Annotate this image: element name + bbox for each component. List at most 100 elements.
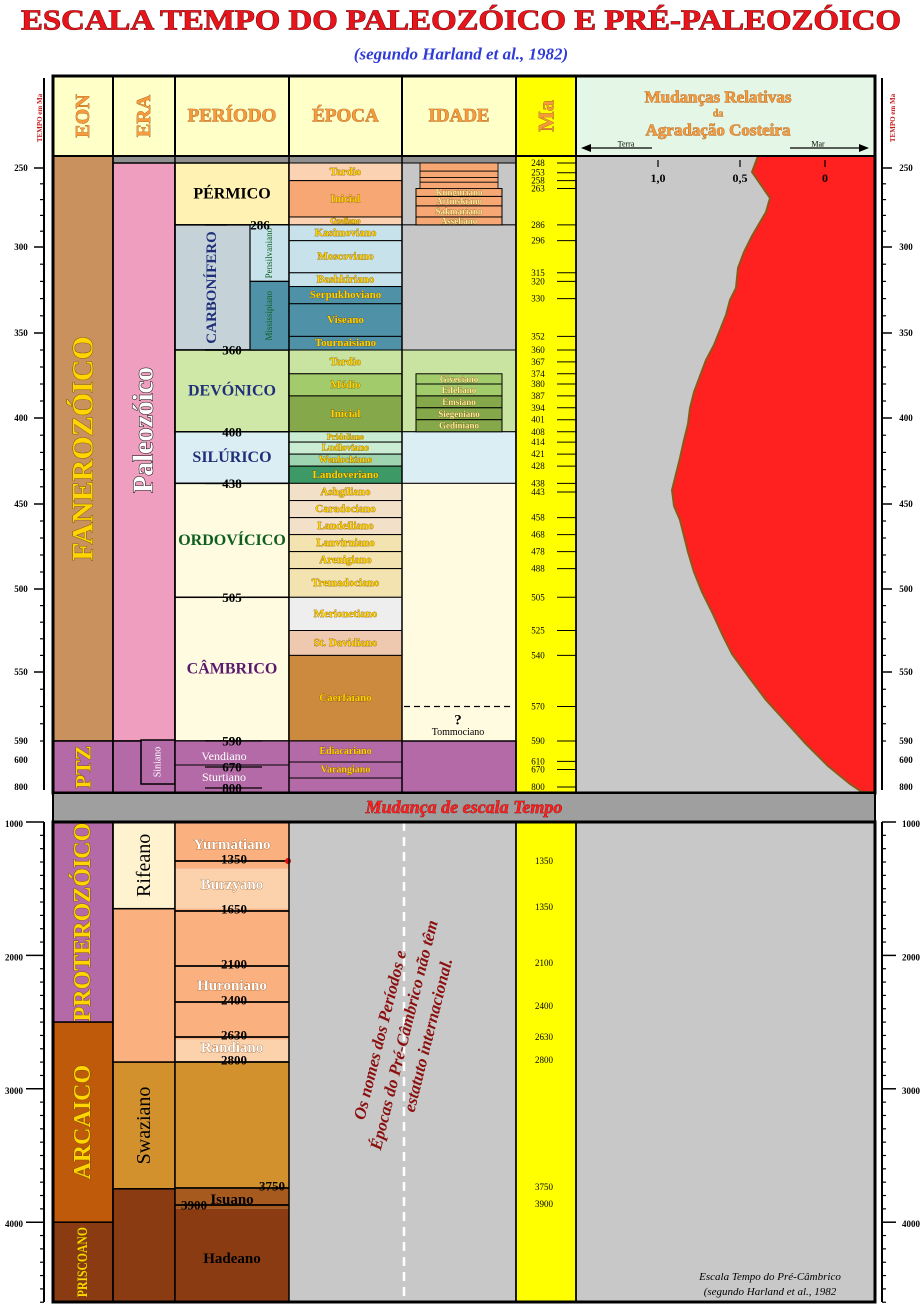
ma-label: 263: [531, 184, 545, 194]
ma-label-lower: 1350: [535, 902, 554, 912]
epoch-block: [288, 654, 403, 742]
epoch-label: Ashgiliano: [320, 486, 371, 498]
ma-label: 428: [531, 461, 545, 471]
left-axis-tick-label: 450: [14, 499, 28, 509]
page-subtitle: (segundo Harland et al., 1982): [354, 45, 568, 64]
ma-label: 320: [531, 276, 545, 286]
lower-boundary-label: 2800: [221, 1053, 247, 1068]
ma-label-lower: 2630: [535, 1032, 554, 1042]
epoch-label: Viseano: [327, 314, 364, 326]
lower-boundary-label: 3750: [259, 1179, 285, 1194]
age-label: Asseliano: [441, 216, 478, 226]
ma-label: 421: [531, 449, 545, 459]
ma-label: 387: [531, 391, 545, 401]
epoch-label: Gzeliano: [330, 216, 360, 225]
left-axis-tick-label: 600: [14, 755, 28, 765]
header-eon-cell: [52, 75, 114, 157]
ma-label: 330: [531, 294, 545, 304]
period-block-lower: [175, 1039, 289, 1063]
right-axis-lower-label: 4000: [902, 1219, 921, 1229]
header-ma: Ma: [534, 100, 559, 132]
lower-boundary-label: 1350: [221, 852, 247, 867]
period-label-lower: Randiano: [201, 1040, 264, 1056]
ma-label: 408: [531, 427, 545, 437]
age-label: Kunguriano: [435, 187, 483, 197]
ma-label: 367: [531, 357, 545, 367]
epoch-label: Moscoviano: [317, 251, 374, 263]
left-axis-tick-label: 500: [14, 584, 28, 594]
epoch-label: Caerfaiano: [319, 692, 372, 704]
sea-axis-label: 0,5: [733, 171, 748, 185]
left-axis-lower-label: 2000: [5, 952, 24, 962]
epoch-label: St. Davidiano: [314, 637, 378, 649]
scale-change-label: Mudança de escala Tempo: [365, 797, 563, 817]
age-block: [415, 216, 503, 226]
epoch-label: Inicial: [331, 193, 361, 205]
period-block-lower: [175, 968, 289, 1040]
lower-boundary-label: 2630: [221, 1028, 247, 1043]
carbon-subperiod-label: Mississipiano: [264, 290, 274, 340]
period-label: PÉRMICO: [193, 183, 270, 202]
era-label-lower: Swaziano: [133, 1087, 155, 1165]
eon-label-lower: PRISCOANO: [75, 1227, 91, 1297]
lower-boundary-label: 2100: [221, 957, 247, 972]
ptz-era-label: Siniano: [153, 747, 164, 778]
right-axis-tick-label: 590: [899, 736, 913, 746]
era-label-lower: Rifeano: [133, 834, 155, 897]
period-label-lower: Burzyano: [201, 877, 264, 893]
header-sea-line2: da: [713, 109, 724, 120]
ma-label: 590: [531, 736, 545, 746]
axis-side-label-left: TEMPO em Ma: [36, 93, 44, 142]
period-label-lower: Huroniano: [197, 978, 267, 994]
age-label: Eifeliano: [442, 385, 477, 395]
epoch-block: [288, 180, 403, 218]
mar-arrow-head: [859, 144, 869, 152]
epoch-label: Tournaisiano: [315, 337, 377, 349]
lower-boundary-label: 1650: [221, 902, 247, 917]
age-label: Siegeniano: [438, 409, 480, 419]
ma-label: 505: [531, 592, 545, 602]
lower-boundary-label: 3900: [181, 1198, 207, 1213]
eon-label: PTZ: [71, 746, 96, 789]
ma-label: 468: [531, 530, 545, 540]
age-block: [415, 419, 503, 433]
epoch-label: Tardio: [330, 166, 362, 178]
ma-label: 258: [531, 176, 545, 186]
ma-label: 253: [531, 168, 545, 178]
right-axis-tick-label: 250: [899, 163, 913, 173]
ma-label: 401: [531, 415, 545, 425]
eon-label: FANEROZÓICO: [67, 336, 100, 560]
age-label: Sakmariano: [435, 206, 483, 216]
epoch-label: Landoveriano: [312, 469, 379, 481]
left-axis-tick-label: 550: [14, 667, 28, 677]
period-boundary-label: 408: [222, 424, 242, 439]
eon-label-lower: PROTEROZÓICO: [69, 823, 96, 1022]
period-boundary-label: 360: [222, 343, 242, 358]
sea-axis-label: 0: [822, 171, 828, 185]
period-label: SILÚRICO: [192, 447, 271, 466]
age-stub-block: [419, 181, 499, 189]
right-axis-tick-label: 350: [899, 328, 913, 338]
ma-label: 360: [531, 345, 545, 355]
age-label: Giveciano: [440, 374, 479, 384]
period-block: [174, 349, 290, 433]
period-boundary-label: 286: [250, 217, 270, 232]
ma-label: 610: [531, 756, 545, 766]
ma-label: 394: [531, 403, 545, 413]
period-block-lower: [175, 1062, 289, 1189]
lower-panel-frame: [51, 820, 877, 1304]
era-label: Paleozóico: [129, 367, 160, 493]
epoch-label: Inicial: [331, 408, 361, 420]
epoch-label: Wenlockiano: [319, 455, 373, 466]
red-marker-dot: [285, 858, 291, 864]
credit-line1: Escala Tempo do Pré-Câmbrico: [698, 1271, 841, 1283]
age-stub-block: [419, 170, 499, 178]
right-axis-lower-label: 2000: [902, 952, 921, 962]
right-axis-tick-label: 450: [899, 499, 913, 509]
period-label-lower: Isuano: [210, 1192, 253, 1208]
header-era: ERA: [133, 94, 155, 137]
ma-label: 315: [531, 268, 545, 278]
ma-label: 800: [531, 782, 545, 792]
